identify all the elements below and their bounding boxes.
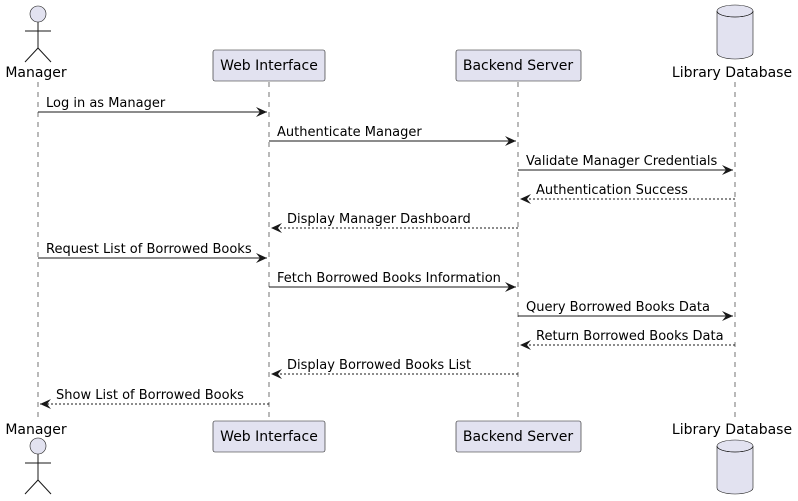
- message-label: Authenticate Manager: [277, 125, 422, 140]
- participant-label-web-interface: Web Interface: [220, 58, 318, 74]
- message-1: Log in as Manager: [38, 96, 267, 117]
- message-4: Authentication Success: [520, 183, 735, 204]
- participant-label-manager: Manager: [5, 65, 67, 81]
- participant-backend-server-bottom: Backend Server: [455, 420, 582, 453]
- message-label: Display Manager Dashboard: [287, 212, 471, 227]
- message-7: Fetch Borrowed Books Information: [269, 271, 516, 292]
- message-6: Request List of Borrowed Books: [38, 242, 267, 263]
- message-label: Fetch Borrowed Books Information: [277, 271, 501, 286]
- participant-label-backend-server: Backend Server: [463, 429, 573, 445]
- message-label: Query Borrowed Books Data: [526, 300, 710, 315]
- message-5: Display Manager Dashboard: [271, 212, 518, 233]
- message-9: Return Borrowed Books Data: [520, 329, 735, 350]
- participant-backend-server-top: Backend Server: [455, 49, 582, 82]
- message-label: Log in as Manager: [46, 96, 166, 111]
- database-icon: [716, 439, 754, 495]
- message-label: Validate Manager Credentials: [526, 154, 718, 169]
- database-icon: [716, 4, 754, 60]
- message-label: Return Borrowed Books Data: [536, 329, 724, 344]
- participant-label-library-database: Library Database: [672, 422, 792, 438]
- participant-web-interface-top: Web Interface: [212, 49, 326, 82]
- actor-manager-bottom: Manager: [5, 422, 67, 495]
- message-label: Display Borrowed Books List: [287, 358, 471, 373]
- actor-head-icon: [29, 5, 47, 23]
- participant-library-database-bottom: Library Database: [672, 422, 792, 495]
- actor-manager-top: Manager: [5, 5, 67, 81]
- participant-label-manager: Manager: [5, 422, 67, 438]
- message-label: Show List of Borrowed Books: [56, 388, 244, 403]
- participant-library-database-top: Library Database: [672, 4, 792, 81]
- message-8: Query Borrowed Books Data: [518, 300, 733, 321]
- participant-label-backend-server: Backend Server: [463, 58, 573, 74]
- message-10: Display Borrowed Books List: [271, 358, 518, 379]
- participant-label-web-interface: Web Interface: [220, 429, 318, 445]
- message-label: Authentication Success: [536, 183, 688, 198]
- message-11: Show List of Borrowed Books: [40, 388, 269, 409]
- message-2: Authenticate Manager: [269, 125, 516, 146]
- message-3: Validate Manager Credentials: [518, 154, 733, 175]
- actor-head-icon: [29, 437, 47, 455]
- participant-web-interface-bottom: Web Interface: [212, 420, 326, 453]
- message-label: Request List of Borrowed Books: [46, 242, 252, 257]
- participant-label-library-database: Library Database: [672, 65, 792, 81]
